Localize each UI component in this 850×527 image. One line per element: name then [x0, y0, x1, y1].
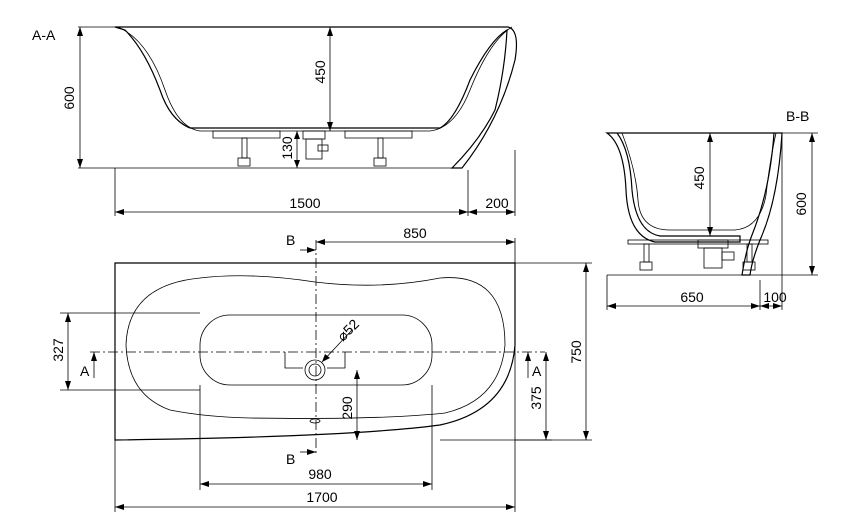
dim-top-750: 750: [568, 340, 584, 364]
dim-top-980: 980: [308, 466, 332, 482]
dim-top-327: 327: [50, 338, 66, 362]
section-aa-view: A-A 600 450 130: [32, 26, 518, 216]
aa-leg-right: [377, 137, 384, 159]
marker-a-left: A: [80, 363, 90, 379]
plan-outer-outline: [114, 262, 516, 441]
marker-a-right: A: [532, 363, 542, 379]
bb-foot-left: [639, 261, 653, 271]
dim-bb-600: 600: [793, 192, 809, 216]
section-aa-label: A-A: [32, 27, 56, 43]
aa-foot-right: [373, 157, 387, 167]
dim-aa-200: 200: [485, 195, 509, 211]
aa-foot-left: [237, 157, 251, 167]
marker-b-bottom: B: [286, 451, 295, 467]
section-bb-label: B-B: [786, 108, 809, 124]
dim-top-375: 375: [528, 386, 544, 410]
bb-tub-outline: [605, 132, 783, 276]
aa-leg-left: [241, 137, 248, 159]
dim-top-850: 850: [403, 225, 427, 241]
bb-tub-inner: [621, 132, 777, 231]
plan-overflow: [309, 418, 321, 424]
aa-drain-outlet: [317, 144, 329, 152]
dim-aa-130: 130: [279, 136, 295, 160]
bb-leg-left: [643, 243, 650, 263]
bb-drain-outlet: [721, 251, 735, 261]
dim-aa-600: 600: [61, 86, 77, 110]
dim-bb-650: 650: [680, 289, 704, 305]
section-bb-view: B-B 450 600 650 100: [605, 108, 818, 310]
dim-bb-100: 100: [763, 289, 787, 305]
aa-base-plate: [212, 130, 413, 139]
dim-top-1700: 1700: [306, 489, 337, 505]
aa-drain-top: [302, 130, 326, 140]
plan-drain-inner: [308, 363, 322, 377]
dim-aa-1500: 1500: [289, 195, 320, 211]
marker-b-top: B: [286, 232, 295, 248]
aa-tub-outline: [114, 26, 518, 169]
plan-drain-outer: [304, 359, 326, 381]
plan-drain-channel: [284, 352, 346, 369]
dim-top-290: 290: [339, 396, 355, 420]
aa-tub-inner: [117, 26, 513, 132]
plan-rim: [125, 275, 506, 419]
plan-view: B B A A 850 327 ⌀52 290: [50, 225, 592, 512]
dim-bb-450: 450: [691, 166, 707, 190]
aa-drain-trap: [305, 138, 323, 160]
dim-aa-450: 450: [312, 60, 328, 84]
bb-foot-right: [742, 261, 756, 271]
bb-drain-trap: [703, 247, 723, 269]
